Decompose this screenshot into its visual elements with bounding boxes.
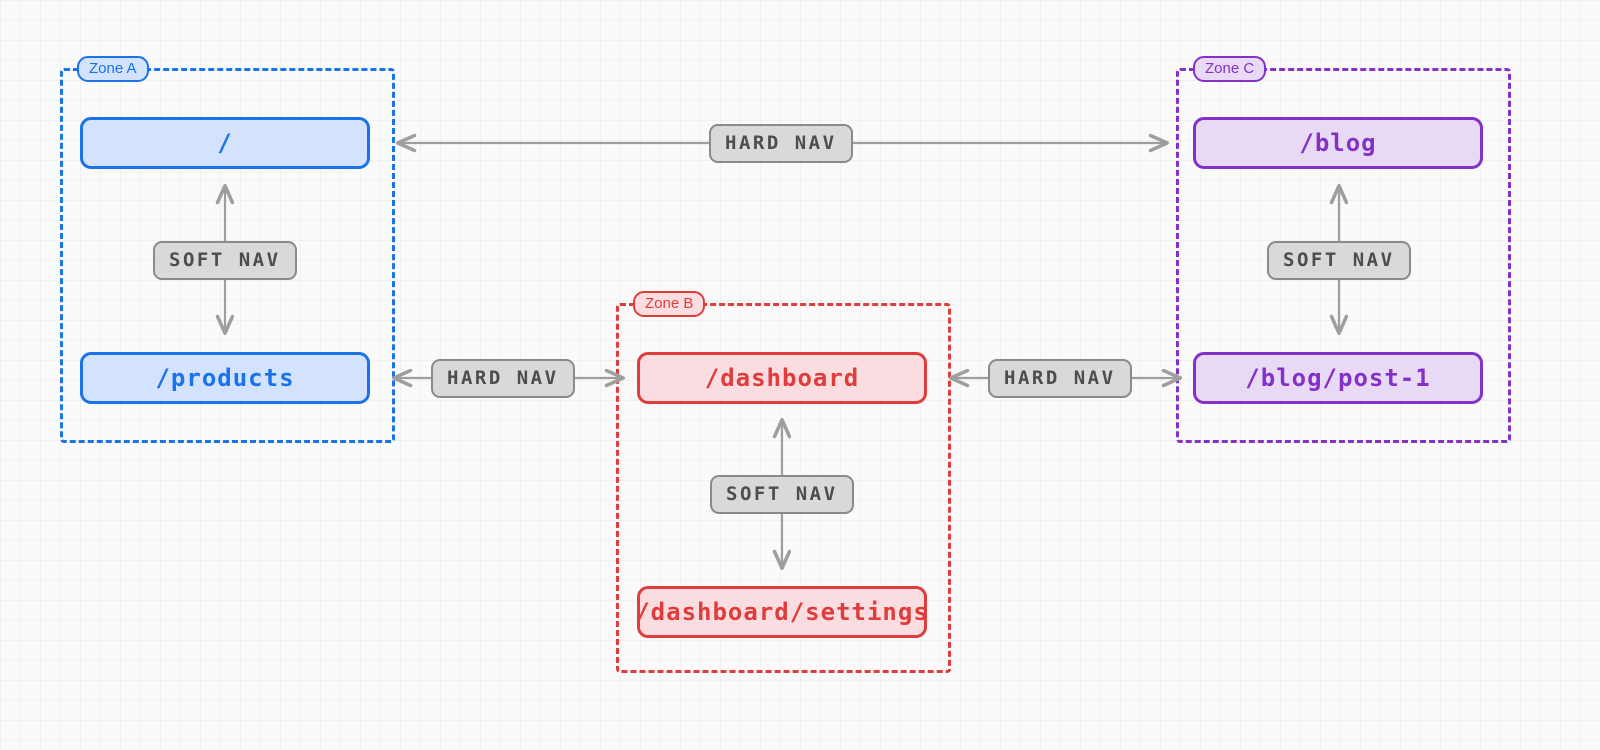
zone-zone-b: Zone B [616, 291, 951, 673]
node-blog-post-1[interactable]: /blog/post-1 [1193, 352, 1483, 404]
edge-label-hard-nav: HARD NAV [988, 359, 1132, 398]
zone-label: Zone B [633, 291, 706, 317]
node-root[interactable]: / [80, 117, 370, 169]
edge-label-soft-nav: SOFT NAV [710, 475, 854, 514]
edge-label-soft-nav: SOFT NAV [153, 241, 297, 280]
zone-zone-a: Zone A [60, 56, 395, 443]
zone-label: Zone A [77, 56, 149, 82]
node-dashboard-settings[interactable]: /dashboard/settings [635, 586, 928, 638]
zone-zone-c: Zone C [1176, 56, 1511, 443]
node-products[interactable]: /products [80, 352, 370, 404]
node-dashboard[interactable]: /dashboard [637, 352, 927, 404]
edge-label-hard-nav: HARD NAV [709, 124, 853, 163]
zone-label: Zone C [1193, 56, 1267, 82]
node-blog[interactable]: /blog [1193, 117, 1483, 169]
edge-label-hard-nav: HARD NAV [431, 359, 575, 398]
edge-label-soft-nav: SOFT NAV [1267, 241, 1411, 280]
